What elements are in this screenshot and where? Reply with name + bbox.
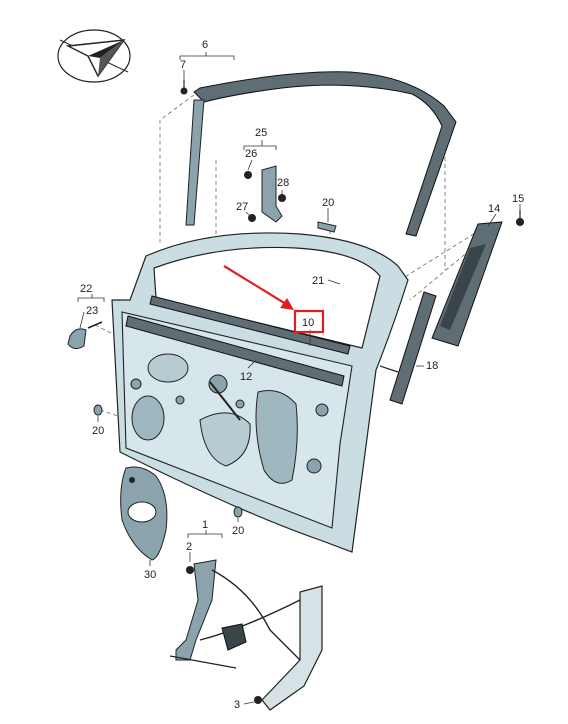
trim-strip-18 bbox=[379, 291, 437, 405]
label-20-top: 20 bbox=[322, 197, 334, 209]
label-20-left: 20 bbox=[92, 425, 104, 437]
window-seal-strips bbox=[125, 295, 351, 387]
paper-plane-direction-icon bbox=[57, 29, 131, 83]
door-seal-rear-14 bbox=[431, 221, 503, 347]
label-3: 3 bbox=[234, 699, 240, 711]
label-14: 14 bbox=[488, 203, 500, 215]
label-28: 28 bbox=[277, 177, 289, 189]
label-6: 6 bbox=[202, 39, 208, 51]
cover-plate-30 bbox=[120, 466, 168, 561]
label-26: 26 bbox=[245, 148, 257, 160]
label-2: 2 bbox=[186, 541, 192, 553]
label-18: 18 bbox=[426, 360, 438, 372]
plug-20-left bbox=[93, 404, 103, 416]
label-10: 10 bbox=[302, 317, 314, 329]
label-7: 7 bbox=[180, 59, 186, 71]
label-20-bottom: 20 bbox=[232, 525, 244, 537]
plug-20-bottom bbox=[233, 506, 243, 518]
clip-20-top bbox=[317, 221, 337, 233]
label-27: 27 bbox=[236, 201, 248, 213]
window-channel-upper bbox=[185, 71, 457, 237]
leader-lines bbox=[77, 52, 521, 705]
screw-15 bbox=[516, 210, 524, 226]
window-regulator-1 bbox=[169, 559, 323, 711]
label-23: 23 bbox=[86, 305, 98, 317]
highlight-box bbox=[293, 309, 325, 334]
label-1: 1 bbox=[202, 519, 208, 531]
label-30: 30 bbox=[144, 569, 156, 581]
cap-22 bbox=[67, 321, 103, 350]
bracket-25 bbox=[244, 165, 286, 223]
label-21: 21 bbox=[312, 275, 324, 287]
screw-7 bbox=[180, 80, 188, 95]
label-15: 15 bbox=[512, 193, 524, 205]
label-22: 22 bbox=[80, 283, 92, 295]
highlight-arrow bbox=[223, 265, 294, 310]
label-25: 25 bbox=[255, 127, 267, 139]
label-12: 12 bbox=[240, 371, 252, 383]
